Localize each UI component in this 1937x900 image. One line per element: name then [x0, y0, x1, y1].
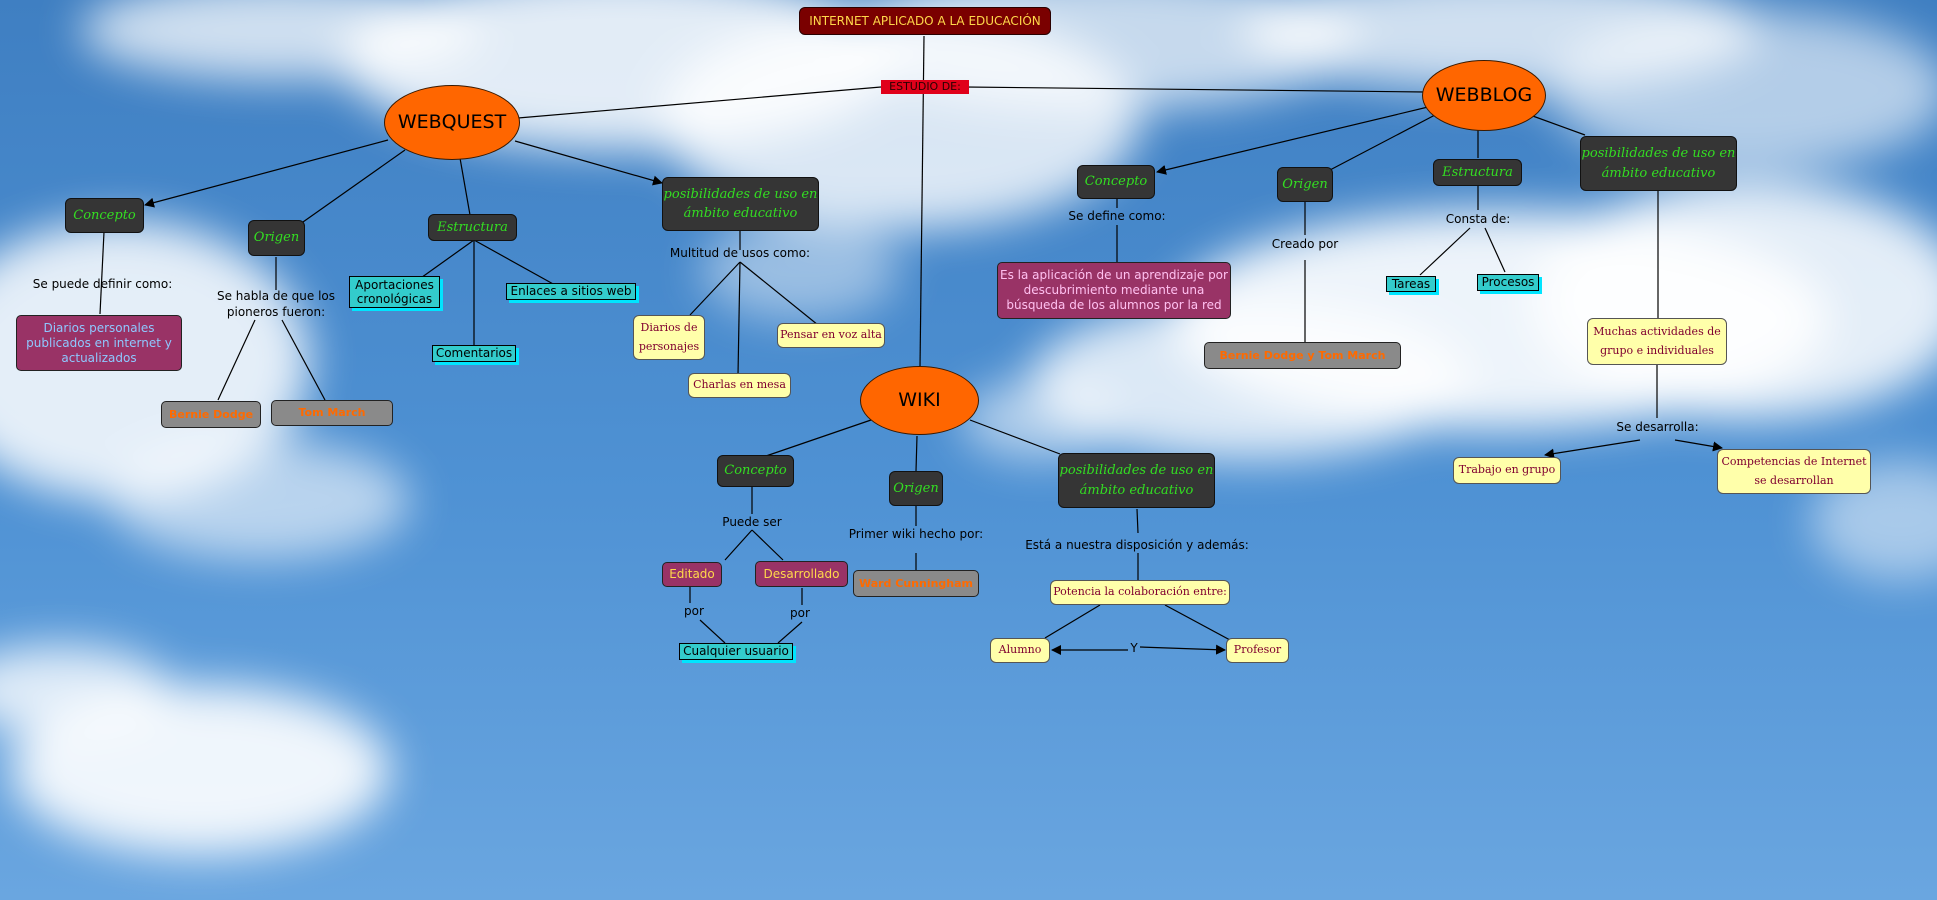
webquest-node: WEBQUEST: [384, 85, 520, 160]
webquest-estructura-item-2: Comentarios: [432, 345, 516, 362]
webquest-origen-node: Origen: [248, 220, 305, 256]
webquest-estructura-item-1: Aportaciones cronológicas: [349, 276, 440, 308]
webblog-estructura-item-1: Tareas: [1386, 276, 1436, 292]
webblog-origen-link: Creado por: [1271, 236, 1339, 251]
webblog-result-1: Trabajo en grupo: [1453, 457, 1561, 484]
wiki-concepto-link: Puede ser: [722, 514, 782, 529]
webblog-node: WEBBLOG: [1422, 60, 1546, 131]
webquest-origen-link: Se habla de que los pioneros fueron:: [216, 289, 336, 319]
webquest-uso-2: Charlas en mesa: [688, 373, 791, 398]
wiki-usuario-node: Cualquier usuario: [679, 643, 793, 660]
webblog-origen-node: Origen: [1277, 167, 1333, 202]
webblog-concepto-node: Concepto: [1077, 165, 1155, 199]
webquest-estructura-item-3: Enlaces a sitios web: [506, 283, 636, 300]
wiki-posibilidades-node: posibilidades de uso en ámbito educativo: [1058, 453, 1215, 508]
wiki-editado-node: Editado: [662, 562, 722, 587]
link-estudio-de: ESTUDIO DE:: [881, 80, 969, 94]
webquest-pioneer-2: Tom March: [271, 400, 393, 426]
wiki-y-link: Y: [1130, 640, 1138, 655]
wiki-origen-node: Origen: [889, 471, 943, 506]
webquest-concepto-node: Concepto: [65, 198, 144, 233]
webblog-result-2: Competencias de Internet se desarrollan: [1717, 449, 1871, 494]
webquest-uso-3: Pensar en voz alta: [777, 323, 885, 348]
map-title: INTERNET APLICADO A LA EDUCACIÓN: [799, 7, 1051, 35]
wiki-desarrollado-node: Desarrollado: [755, 561, 848, 587]
webquest-concepto-value: Diarios personales publicados en interne…: [16, 315, 182, 371]
wiki-por-link-1: por: [684, 603, 704, 618]
webblog-estructura-link: Consta de:: [1445, 211, 1511, 226]
wiki-origen-value: Ward Cunningham: [853, 570, 979, 597]
webquest-concepto-link: Se puede definir como:: [32, 277, 173, 292]
webblog-actividades-link: Se desarrolla:: [1616, 419, 1699, 434]
webblog-posibilidades-node: posibilidades de uso en ámbito educativo: [1580, 136, 1737, 191]
wiki-alumno-node: Alumno: [990, 638, 1050, 663]
webquest-posibilidades-link: Multitud de usos como:: [669, 245, 811, 260]
wiki-node: WIKI: [860, 366, 979, 435]
wiki-concepto-node: Concepto: [717, 455, 794, 487]
webblog-concepto-link: Se define como:: [1068, 208, 1166, 223]
webquest-estructura-node: Estructura: [428, 214, 517, 241]
webblog-estructura-item-2: Procesos: [1477, 274, 1539, 291]
webblog-concepto-value: Es la aplicación de un aprendizaje por d…: [997, 262, 1231, 319]
webquest-posibilidades-node: posibilidades de uso en ámbito educativo: [662, 177, 819, 231]
wiki-por-link-2: por: [790, 605, 810, 620]
webblog-estructura-node: Estructura: [1433, 159, 1522, 186]
webblog-origen-value: Bernie Dodge y Tom March: [1204, 342, 1401, 369]
wiki-origen-link: Primer wiki hecho por:: [848, 526, 984, 541]
wiki-posibilidades-link: Está a nuestra disposición y además:: [1025, 537, 1249, 552]
wiki-colaboracion-node: Potencia la colaboración entre:: [1050, 580, 1230, 605]
webquest-pioneer-1: Bernie Dodge: [161, 401, 261, 428]
webblog-actividades-node: Muchas actividades de grupo e individual…: [1587, 318, 1727, 365]
wiki-profesor-node: Profesor: [1226, 638, 1289, 663]
webquest-uso-1: Diarios de personajes: [633, 315, 705, 360]
